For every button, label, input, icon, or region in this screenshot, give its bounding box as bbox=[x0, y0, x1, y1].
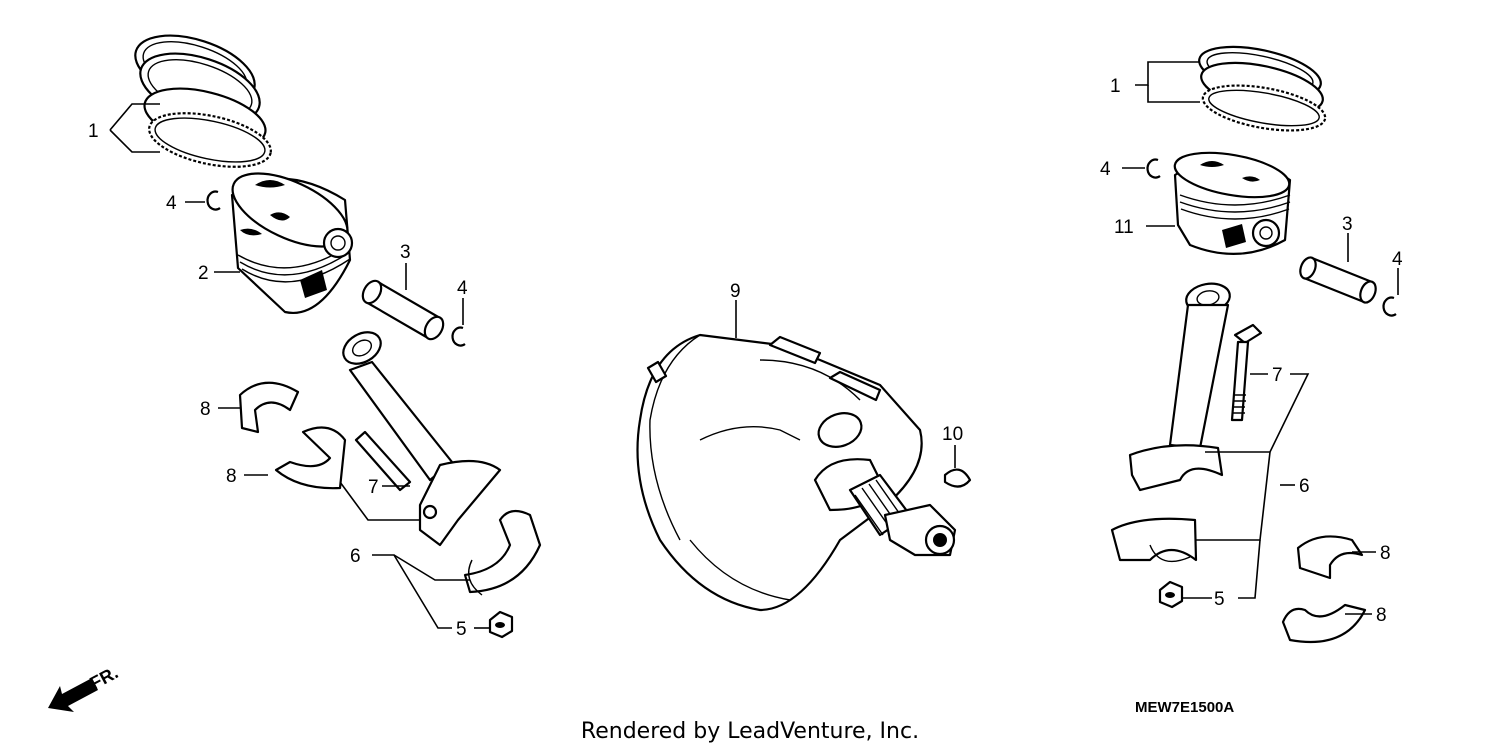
callout-3-left: 3 bbox=[400, 242, 411, 263]
connecting-rod-right bbox=[1128, 282, 1231, 492]
bearing-right-a bbox=[1296, 535, 1364, 580]
callout-8-right-b: 8 bbox=[1376, 605, 1387, 626]
callout-5-right: 5 bbox=[1214, 589, 1225, 610]
diagram-code: MEW7E1500A bbox=[1135, 699, 1234, 716]
callout-4-left-pin: 4 bbox=[457, 278, 468, 299]
leader-lines-crank bbox=[735, 300, 956, 468]
rod-bolt-right bbox=[1230, 323, 1263, 422]
callout-6-left: 6 bbox=[350, 546, 361, 567]
nut-right bbox=[1158, 580, 1184, 609]
callout-2: 2 bbox=[198, 263, 209, 284]
rod-cap-left bbox=[463, 509, 542, 596]
clip-right-top bbox=[1146, 158, 1161, 179]
callout-labels: 1 4 2 3 4 8 8 7 6 5 9 10 1 4 11 3 4 7 6 … bbox=[88, 76, 1403, 640]
piston-right bbox=[1173, 151, 1292, 255]
leader-lines-left bbox=[109, 103, 490, 629]
bearing-right-b bbox=[1281, 603, 1367, 644]
callout-7-right: 7 bbox=[1272, 365, 1283, 386]
leader-lines-right bbox=[1122, 61, 1399, 615]
callout-9: 9 bbox=[730, 281, 741, 302]
connecting-rod-left bbox=[342, 331, 502, 547]
callout-4-left-top: 4 bbox=[166, 193, 177, 214]
callout-4-right-top: 4 bbox=[1100, 159, 1111, 180]
callout-5-left: 5 bbox=[456, 619, 467, 640]
nut-left bbox=[488, 610, 514, 639]
clip-left-pin bbox=[451, 326, 466, 347]
piston-rings-left bbox=[134, 34, 272, 168]
bearing-left-b bbox=[274, 426, 347, 490]
callout-1-right: 1 bbox=[1110, 76, 1121, 97]
callout-8-left-b: 8 bbox=[226, 466, 237, 487]
clip-left-top bbox=[206, 190, 221, 211]
callout-7-left: 7 bbox=[368, 477, 379, 498]
callout-3-right: 3 bbox=[1342, 214, 1353, 235]
render-credit: Rendered by LeadVenture, Inc. bbox=[581, 719, 919, 744]
crankshaft bbox=[636, 333, 957, 612]
front-direction-marker: FR. bbox=[48, 662, 121, 712]
woodruff-key bbox=[943, 468, 972, 488]
piston-rings-right bbox=[1198, 45, 1327, 132]
bearing-left-a bbox=[238, 381, 300, 434]
callout-11: 11 bbox=[1114, 217, 1134, 238]
front-arrow-icon bbox=[48, 678, 98, 712]
callout-8-right-a: 8 bbox=[1380, 543, 1391, 564]
callout-6-right: 6 bbox=[1299, 476, 1310, 497]
callout-4-right-pin: 4 bbox=[1392, 249, 1403, 270]
callout-1-left: 1 bbox=[88, 121, 99, 142]
piston-pin-right bbox=[1299, 256, 1377, 304]
callout-8-left-a: 8 bbox=[200, 399, 211, 420]
rod-cap-right bbox=[1110, 517, 1198, 563]
callout-10: 10 bbox=[942, 424, 963, 445]
piston-left bbox=[230, 172, 354, 315]
clip-right-pin bbox=[1382, 296, 1397, 317]
piston-pin-left bbox=[361, 279, 445, 341]
